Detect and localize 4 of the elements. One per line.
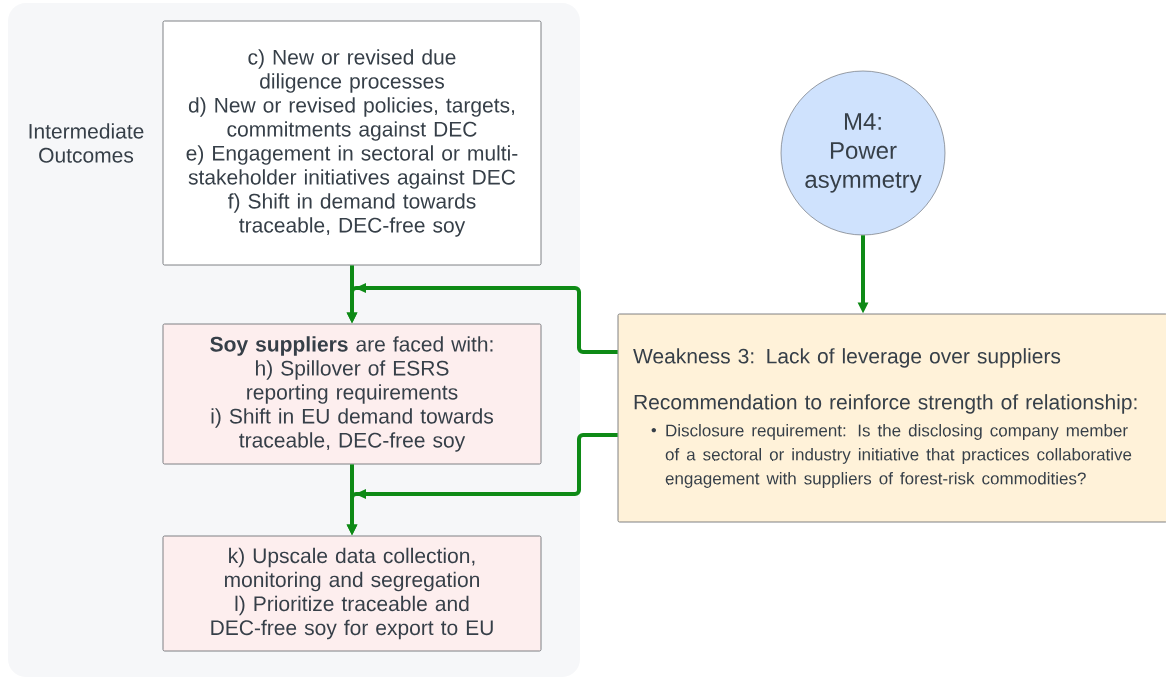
outcome-box: k) Upscale data collection, monitoring and segregation l) Prioritize traceable and DEC-free soy for export to EU	[162, 535, 542, 652]
recommendation-box: Weakness 3: Lack of leverage over suppliers Recommendation to reinforce strength of relationship: Disclosure requirement: Is the disclosing company member of a sectoral or industry initiative that practices collaborative engagement with suppliers of forest-risk commodities?	[617, 313, 1166, 523]
outcome-box: c) New or revised due diligence processes d) New or revised policies, targets, commitments against DEC e) Engagement in sectoral or multi-stakeholder initiatives against DEC f) Shift in demand towards traceable, DEC-free soy	[162, 20, 542, 266]
outcome-box: Soy suppliers are faced with: h) Spillover of ESRS reporting requirements i) Shift in EU demand towards traceable, DEC-free soy	[162, 323, 542, 465]
